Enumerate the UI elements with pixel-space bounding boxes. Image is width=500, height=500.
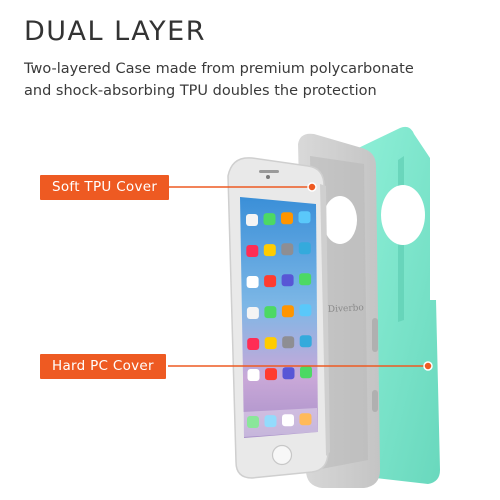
app-icon	[281, 243, 294, 256]
app-icon	[264, 306, 277, 319]
app-icon	[264, 275, 277, 288]
app-icon	[247, 338, 260, 350]
heading: DUAL LAYER	[24, 16, 206, 47]
app-icon	[299, 335, 312, 348]
app-icon	[265, 368, 277, 381]
app-icon	[282, 336, 295, 349]
app-icon-grid	[246, 211, 312, 428]
dock-icon	[264, 415, 277, 428]
description-line-2: and shock-absorbing TPU doubles the prot…	[24, 83, 377, 99]
dock-icon	[299, 413, 312, 426]
app-icon	[264, 337, 277, 350]
app-icon	[298, 242, 311, 255]
description: Two-layered Case made from premium polyc…	[24, 58, 414, 102]
app-icon	[281, 274, 294, 287]
dock-icon	[282, 414, 294, 427]
app-icon	[246, 276, 259, 288]
soft-tpu-cover-label: Soft TPU Cover	[40, 175, 170, 200]
app-icon	[246, 245, 259, 257]
app-icon	[300, 366, 312, 379]
app-icon	[263, 244, 276, 257]
brand-mark: Diverbo	[328, 303, 364, 315]
app-icon	[299, 273, 312, 286]
app-icon	[299, 304, 312, 317]
app-icon	[246, 307, 259, 319]
tpu-marker-dot	[307, 182, 317, 192]
description-line-1: Two-layered Case made from premium polyc…	[24, 61, 414, 77]
phone-shape	[227, 157, 330, 479]
hard-pc-cover-label: Hard PC Cover	[40, 354, 166, 379]
app-icon	[263, 213, 276, 226]
app-icon	[247, 369, 260, 381]
pc-marker-dot	[423, 361, 433, 371]
app-icon	[246, 214, 258, 226]
app-icon	[281, 305, 294, 318]
app-icon	[282, 367, 295, 380]
app-icon	[281, 212, 293, 225]
app-icon	[298, 211, 311, 224]
dock-icon	[247, 416, 259, 428]
